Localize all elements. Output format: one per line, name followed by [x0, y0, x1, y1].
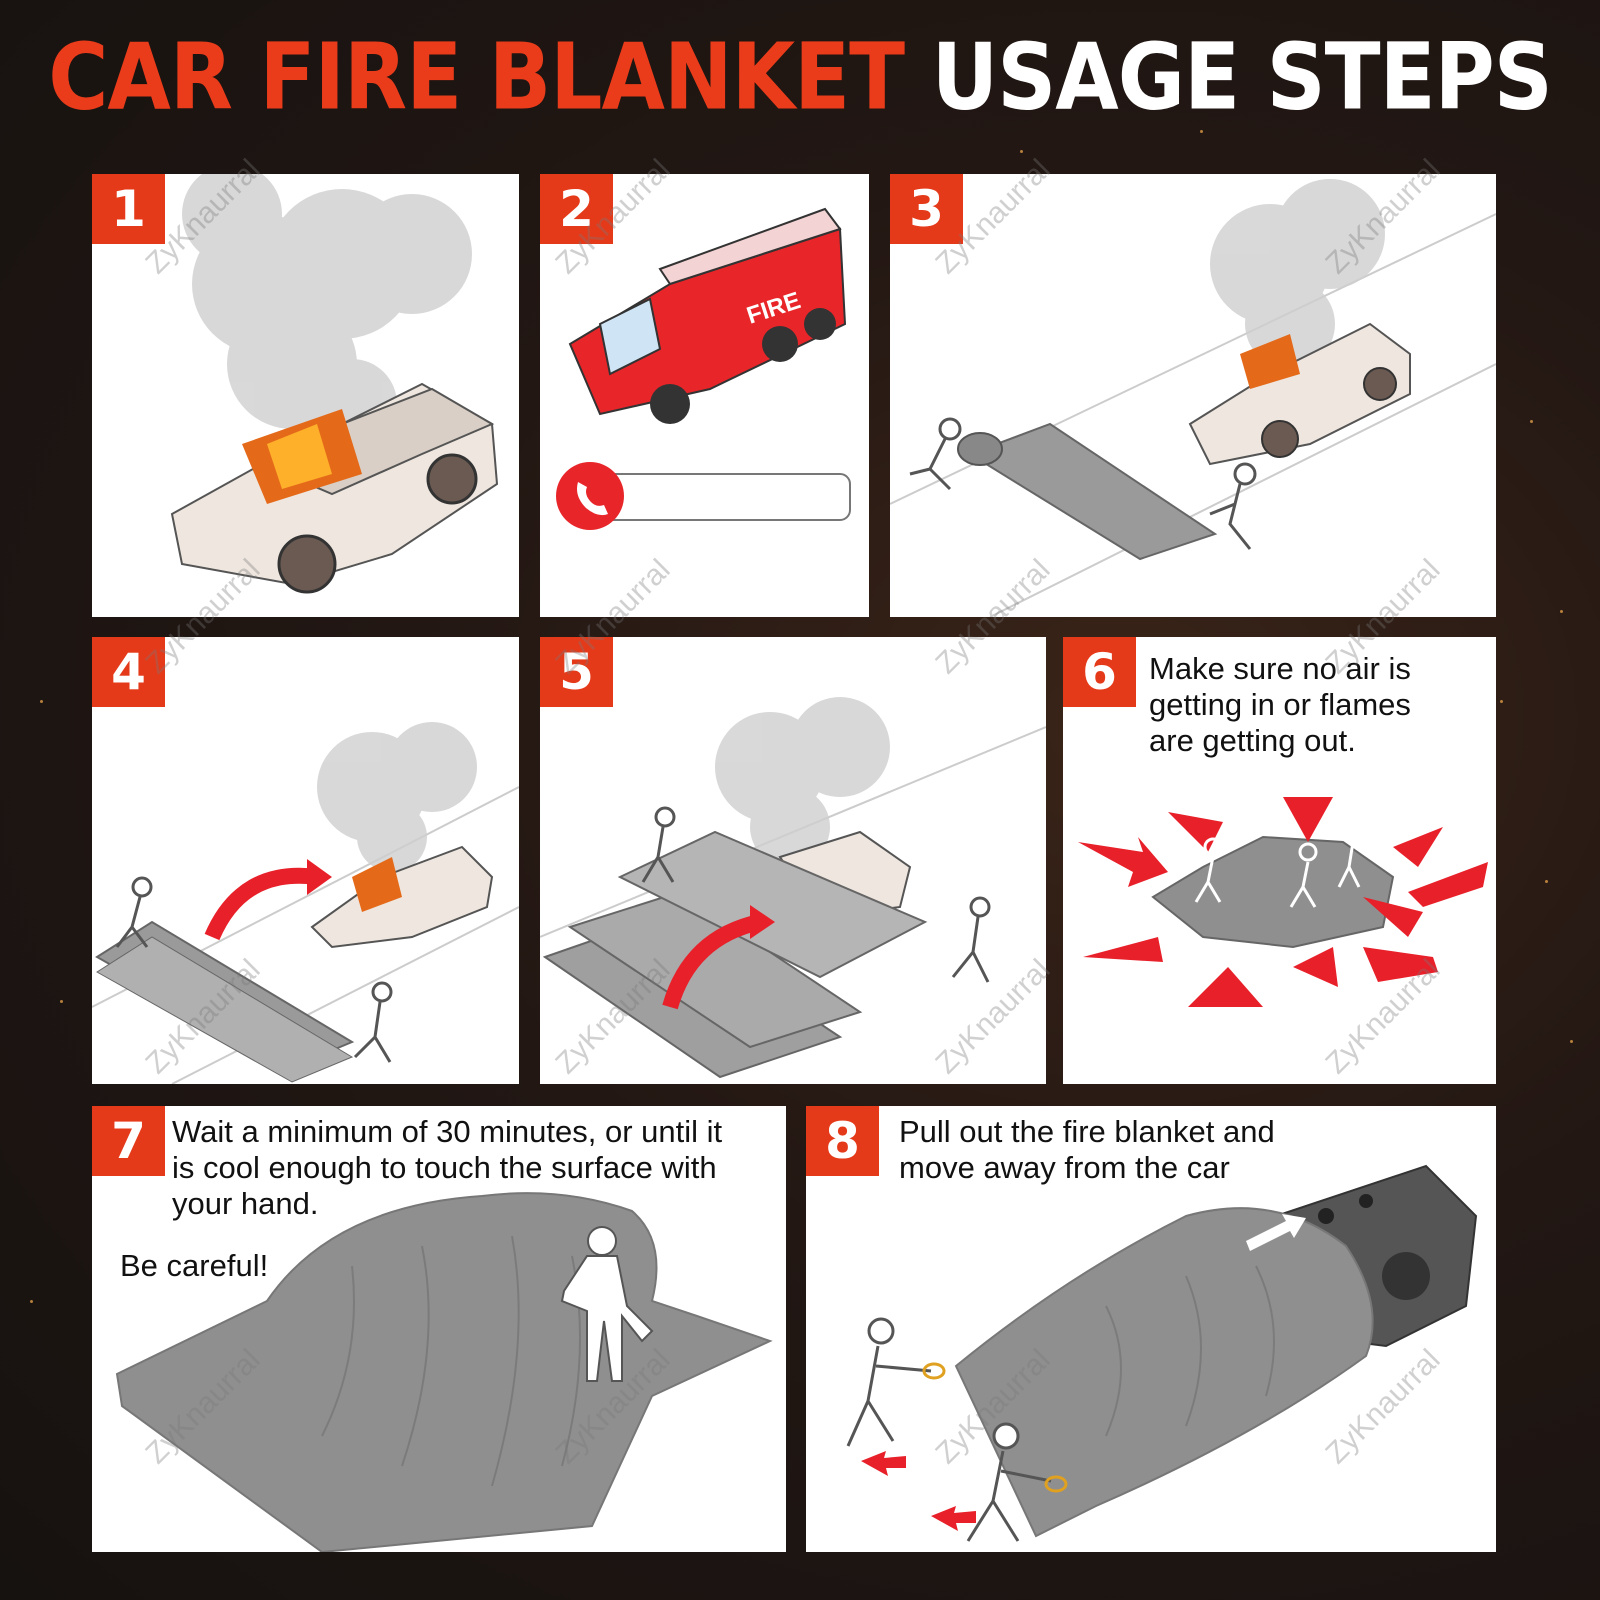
flame-icon [352, 857, 402, 912]
person-figure [909, 417, 1257, 550]
smoke-cloud [182, 174, 472, 449]
red-arrow [861, 1451, 906, 1476]
step-6-text: Make sure no air is getting in or flames… [1149, 651, 1411, 758]
person-figure [1194, 822, 1363, 908]
step-5-panel: 5 [540, 637, 1046, 1084]
fire-truck-illustration: FIRE [556, 207, 851, 530]
remove-blanket-illustration [846, 1164, 1478, 1542]
be-careful-note: Be careful! [120, 1248, 269, 1283]
car-wheel [277, 534, 337, 594]
blanket [954, 1207, 1374, 1538]
blanket-layer [567, 890, 863, 1049]
unroll-blanket-illustration [890, 179, 1496, 617]
carry-blanket-illustration [92, 722, 519, 1084]
flame-icon [1240, 334, 1300, 389]
step-8-text: Pull out the fire blanket and move away … [899, 1114, 1275, 1185]
red-arrow [204, 867, 319, 941]
step-3-panel: 3 [890, 174, 1496, 617]
title-white-part: USAGE STEPS [931, 24, 1553, 131]
burning-car-illustration [170, 174, 499, 594]
blanket-over-car [115, 1192, 773, 1552]
phone-number-box [589, 473, 851, 521]
step-7-badge: 7 [92, 1106, 165, 1176]
person-figure [115, 876, 393, 1063]
person-figure [560, 1226, 654, 1382]
step-7-panel: 7 Wait a minimum of 30 minutes, or until… [92, 1106, 786, 1552]
red-arrow [662, 914, 762, 1010]
step-2-panel: 2 FIRE [540, 174, 869, 617]
step-8-panel: 8 Pull out the fire blanket and move awa… [806, 1106, 1496, 1552]
step-5-badge: 5 [540, 637, 613, 707]
step-3-badge: 3 [890, 174, 963, 244]
person-figure [846, 1317, 1052, 1542]
step-7-text: Wait a minimum of 30 minutes, or until i… [172, 1114, 723, 1221]
car-wheel [426, 453, 478, 505]
step-4-panel: 4 [92, 637, 519, 1084]
page-title: CAR FIRE BLANKET USAGE STEPS [0, 24, 1600, 130]
step-1-badge: 1 [92, 174, 165, 244]
person-figure [641, 806, 991, 983]
step-8-badge: 8 [806, 1106, 879, 1176]
step-6-panel: 6 Make sure no air is getting in or flam… [1063, 637, 1496, 1084]
step-2-badge: 2 [540, 174, 613, 244]
step-4-badge: 4 [92, 637, 165, 707]
red-arrow [1078, 797, 1488, 1007]
covered-car-wait-illustration [115, 1192, 773, 1552]
phone-icon [556, 462, 624, 530]
blanket-layer [617, 830, 928, 979]
blanket-roll [967, 422, 1218, 561]
title-red-part: CAR FIRE BLANKET [48, 24, 905, 131]
sealed-blanket-illustration [1078, 797, 1488, 1007]
cover-car-illustration [540, 697, 1046, 1079]
step-6-badge: 6 [1063, 637, 1136, 707]
step-1-panel: 1 [92, 174, 519, 617]
red-arrow [931, 1506, 976, 1531]
truck-window [598, 297, 662, 376]
white-arrow [1246, 1214, 1306, 1251]
blanket-mound [1151, 835, 1395, 949]
truck-ladder [658, 207, 842, 286]
